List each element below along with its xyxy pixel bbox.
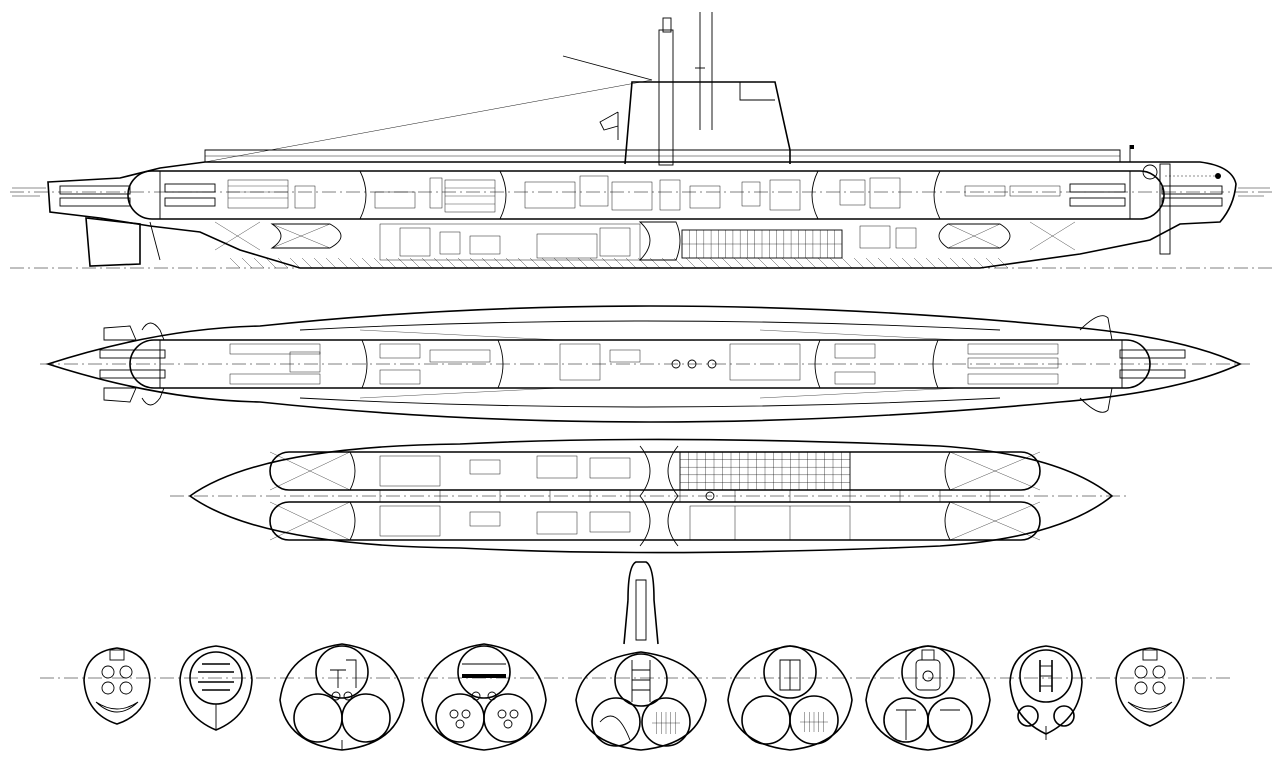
cross-section-4 <box>421 643 547 751</box>
cross-section-bow <box>83 647 151 725</box>
outer-hull-top <box>45 305 1242 423</box>
cross-section-3 <box>279 643 405 751</box>
cross-section-8 <box>1009 645 1083 740</box>
cross-section-2 <box>179 645 253 731</box>
cross-sections <box>40 561 1230 751</box>
side-profile-view <box>10 12 1275 269</box>
cross-section-stern <box>1115 647 1185 727</box>
pressure-hull-side <box>127 170 1165 220</box>
cross-section-7 <box>865 645 991 751</box>
cross-section-6 <box>727 645 853 751</box>
pressure-hull-top <box>129 339 1151 389</box>
rudder <box>85 217 141 267</box>
outer-hull-lower <box>188 438 1114 554</box>
cross-section-sail <box>575 561 707 751</box>
outer-hull-side <box>47 161 1237 269</box>
conning-tower-sail <box>624 81 791 165</box>
top-plan-view <box>40 305 1250 423</box>
lower-plan-view <box>170 438 1130 554</box>
